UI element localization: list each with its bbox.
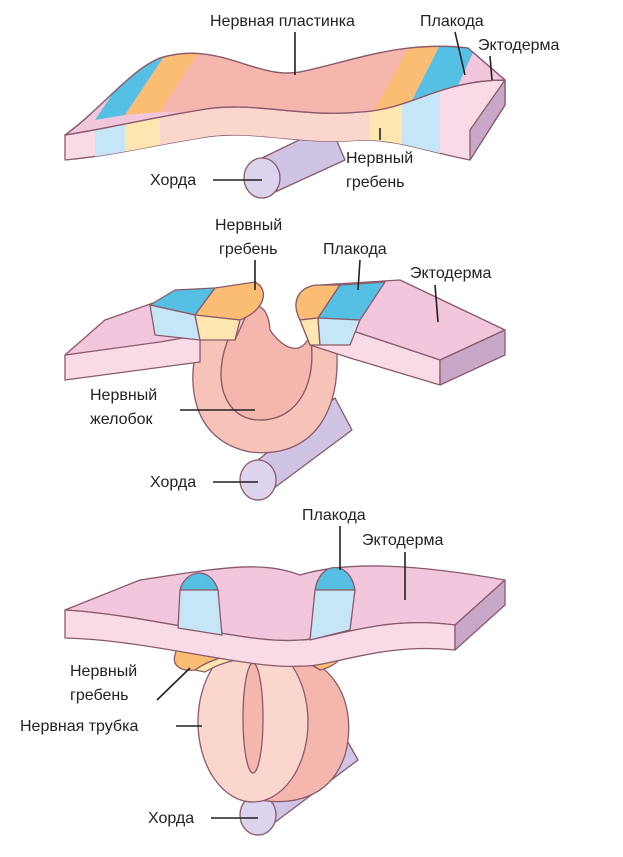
label-ectoderm: Эктодерма [362, 532, 444, 549]
label-notochord: Хорда [150, 172, 196, 189]
notochord-2 [239, 397, 353, 501]
label-neural-crest-1: Нервный [346, 150, 413, 167]
neural-crest-region [125, 50, 200, 115]
label-neural-groove-1: Нервный [90, 387, 157, 404]
label-neural-crest-1: Нервный [70, 663, 137, 680]
label-neural-crest-2: гребень [70, 687, 129, 704]
placode-right [314, 566, 356, 591]
label-placode: Плакода [302, 507, 366, 524]
ectoderm-end-face [469, 79, 506, 161]
label-neural-plate: Нервная пластинка [210, 13, 355, 30]
neural-tube-lumen [242, 662, 264, 774]
stage-2-neural-groove: Нервный гребень Плакода Эктодерма Нервны… [64, 217, 506, 501]
stage-1-neural-plate: Нервная пластинка Плакода Эктодерма Нерв… [64, 13, 560, 199]
label-placode: Плакода [323, 241, 387, 258]
label-ectoderm: Эктодерма [478, 37, 560, 54]
label-neural-crest-1: Нервный [215, 217, 282, 234]
label-neural-groove-2: желобок [90, 411, 154, 428]
neural-plate-region [160, 46, 410, 118]
stage-3-neural-tube: Плакода Эктодерма Нервный гребень Нервна… [20, 507, 506, 836]
neural-crest-region [370, 46, 440, 120]
label-neural-tube: Нервная трубка [20, 718, 138, 735]
label-ectoderm: Эктодерма [410, 265, 492, 282]
neural-crest-right [295, 284, 341, 321]
label-notochord: Хорда [150, 474, 196, 491]
neural-groove-inner [220, 305, 313, 421]
label-placode: Плакода [420, 13, 484, 30]
label-neural-crest-2: гребень [346, 174, 405, 191]
label-notochord: Хорда [148, 810, 194, 827]
placode-region [95, 55, 165, 120]
label-neural-crest-2: гребень [219, 241, 278, 258]
